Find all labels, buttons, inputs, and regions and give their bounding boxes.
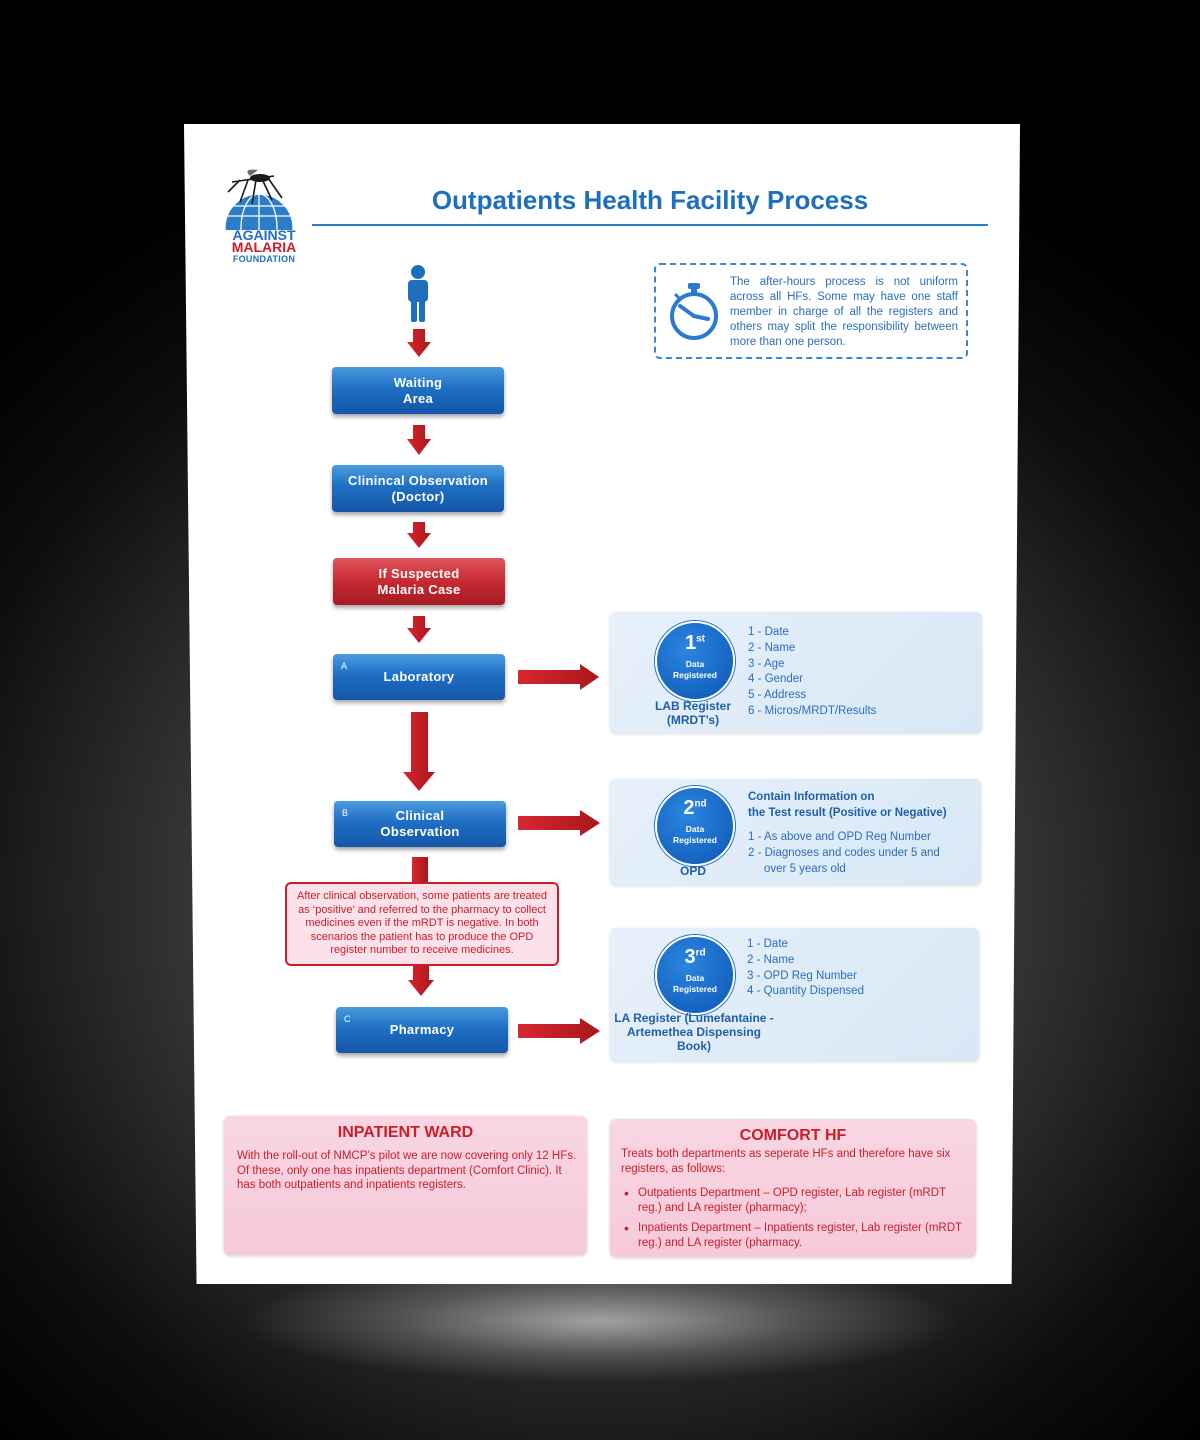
badge-ordinal: 1: [684, 632, 697, 654]
down-arrow-icon: [407, 329, 431, 357]
la-register-panel: 3rd Data Registered LA Register (Lumefan…: [610, 928, 979, 1061]
badge-ordinal: 3: [684, 946, 696, 968]
clinical-observation-doctor-label: Clinincal Observation (Doctor): [348, 472, 488, 504]
title-divider: [312, 224, 988, 226]
list-item: 5 - Address: [748, 689, 807, 702]
lab-register-label: LAB Register (MRDT’s): [654, 699, 731, 727]
list-item: 2 - Name: [748, 641, 796, 654]
list-item: 4 - Gender: [748, 673, 803, 686]
logo-line1: AGAINST: [232, 227, 296, 243]
logo-line3: FOUNDATION: [232, 254, 296, 264]
list-item: 3 - OPD Reg Number: [747, 969, 857, 982]
list-item: 2 - Name: [747, 953, 795, 966]
comfort-bullet: Inpatients Department – Inpatients regis…: [624, 1221, 968, 1250]
lab-register-panel: 1st Data Registered LAB Register (MRDT’s…: [610, 612, 982, 733]
after-hours-note: The after-hours process is not uniform a…: [654, 263, 968, 359]
badge-ordinal-suffix: nd: [694, 798, 707, 810]
laboratory-label: Laboratory: [383, 669, 455, 684]
opd-heading-line2: the Test result (Positive or Negative): [748, 806, 947, 819]
waiting-area-box: Waiting Area: [332, 367, 504, 414]
list-item: 6 - Micros/MRDT/Results: [748, 704, 877, 717]
list-item: 1 - As above and OPD Reg Number: [748, 831, 931, 843]
logo-line2: MALARIA: [231, 239, 297, 255]
connector-bar: [412, 857, 428, 883]
lab-register-fields: 1 - Date 2 - Name 3 - Age 4 - Gender 5 -…: [748, 625, 876, 720]
comfort-text: Treats both departments as seperate HFs …: [621, 1148, 951, 1175]
person-icon: [408, 265, 428, 322]
down-arrow-icon: [407, 522, 431, 548]
opd-register-panel: 2nd Data Registered OPD Contain Informat…: [610, 779, 981, 885]
logo-text: AGAINST MALARIA FOUNDATION: [224, 227, 304, 265]
list-item: 1 - Date: [747, 938, 788, 950]
badge-text: Data Registered: [673, 824, 717, 845]
laboratory-step-letter: A: [341, 661, 348, 671]
la-register-label: LA Register (Lumefantaine - Artemethea D…: [614, 1011, 774, 1053]
down-arrow-icon: [403, 712, 435, 791]
comfort-hf-box: COMFORT HF Treats both departments as se…: [610, 1119, 976, 1257]
badge-ordinal-suffix: st: [696, 633, 706, 645]
clinical-observation-doctor-box: Clinincal Observation (Doctor): [332, 465, 504, 512]
list-item: 2 - Diagnoses and codes under 5 and: [748, 846, 940, 859]
waiting-area-label: Waiting Area: [393, 374, 443, 406]
opd-register-label: OPD: [679, 864, 706, 878]
data-registered-badge: 3rd Data Registered: [655, 935, 735, 1015]
badge-text: Data Registered: [673, 973, 717, 994]
right-arrow-icon: [518, 664, 599, 690]
right-arrow-icon: [518, 1018, 600, 1044]
list-item: over 5 years old: [764, 862, 846, 875]
opd-register-fields: 1 - As above and OPD Reg Number 2 - Diag…: [748, 830, 940, 877]
pharmacy-label: Pharmacy: [389, 1022, 455, 1037]
note-text: The after-hours process is not uniform a…: [730, 276, 958, 348]
floor-reflection: [150, 1270, 1050, 1440]
badge-text: Data Registered: [673, 659, 717, 680]
stopwatch-icon: [670, 283, 718, 340]
comfort-bullet: Outpatients Department – OPD register, L…: [624, 1186, 958, 1215]
la-register-fields: 1 - Date 2 - Name 3 - OPD Reg Number 4 -…: [747, 937, 864, 1000]
data-registered-badge: 2nd Data Registered: [655, 786, 735, 866]
down-arrow-icon: [407, 616, 431, 643]
down-arrow-icon: [408, 966, 434, 996]
inpatient-ward-box: INPATIENT WARD With the roll-out of NMCP…: [224, 1116, 587, 1255]
laboratory-box: A Laboratory: [333, 654, 505, 700]
down-arrow-icon: [407, 425, 431, 455]
clinical-callout: After clinical observation, some patient…: [285, 882, 559, 966]
clinical-observation-box: B Clinical Observation: [334, 801, 506, 847]
data-registered-badge: 1st Data Registered: [655, 621, 735, 701]
comfort-heading: COMFORT HF: [739, 1127, 847, 1144]
badge-ordinal-suffix: rd: [695, 947, 706, 959]
list-item: 1 - Date: [748, 626, 789, 638]
clinical-observation-step-letter: B: [342, 808, 349, 818]
list-item: 4 - Quantity Dispensed: [747, 985, 864, 998]
suspected-malaria-label: If Suspected Malaria Case: [377, 565, 461, 597]
right-arrow-icon: [518, 810, 600, 836]
opd-heading: Contain Information on the Test result (…: [748, 790, 947, 821]
list-item: 3 - Age: [748, 657, 785, 670]
mosquito-globe-logo: [224, 169, 294, 230]
pharmacy-step-letter: C: [344, 1014, 351, 1024]
suspected-malaria-box: If Suspected Malaria Case: [333, 558, 505, 605]
opd-heading-line1: Contain Information on: [748, 791, 875, 803]
pharmacy-box: C Pharmacy: [336, 1007, 508, 1053]
badge-ordinal: 2: [683, 797, 695, 819]
page-title: Outpatients Health Facility Process: [431, 185, 869, 215]
clinical-observation-label: Clinical Observation: [380, 808, 460, 839]
inpatient-text: With the roll-out of NMCP’s pilot we are…: [237, 1150, 577, 1191]
inpatient-heading: INPATIENT WARD: [337, 1124, 474, 1141]
